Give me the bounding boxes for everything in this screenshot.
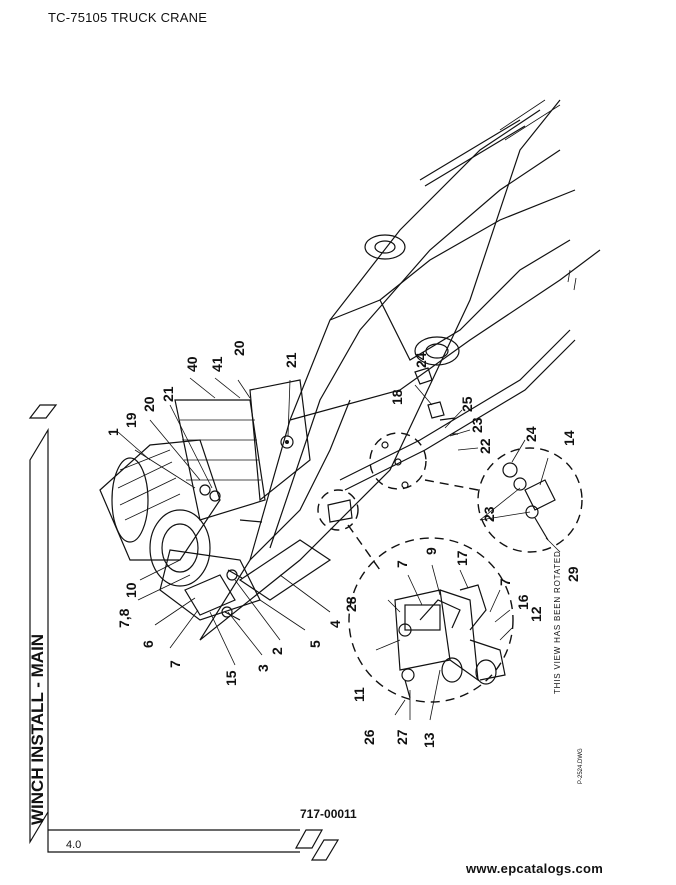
- callout-23: 23: [469, 417, 485, 433]
- page-number: 4.0: [66, 839, 82, 851]
- callout-24: 24: [413, 352, 429, 368]
- callout-12: 12: [528, 606, 544, 622]
- callout-17: 17: [454, 550, 470, 566]
- callout-20: 20: [141, 396, 157, 412]
- valve-block-detail: [375, 564, 513, 721]
- callout-7: 7: [394, 560, 410, 568]
- callout-7: 7: [497, 578, 513, 586]
- callout-9: 9: [423, 547, 439, 555]
- callout-2: 2: [269, 647, 285, 655]
- section-title: WINCH INSTALL - MAIN: [28, 633, 47, 825]
- callout-18: 18: [389, 389, 405, 405]
- header-title: TC-75105 TRUCK CRANE: [48, 10, 208, 25]
- callout-1: 1: [105, 428, 121, 436]
- callout-4: 4: [327, 620, 343, 628]
- drawing-number: 717-00011: [300, 807, 357, 821]
- callout-14: 14: [561, 430, 577, 446]
- callout-26: 26: [361, 729, 377, 745]
- callout-6: 6: [140, 640, 156, 648]
- callout-29: 29: [565, 566, 581, 582]
- callout-25: 25: [459, 396, 475, 412]
- callout-5: 5: [307, 640, 323, 648]
- callout-20: 20: [231, 340, 247, 356]
- callout-7-8: 7,8: [116, 608, 132, 628]
- winch-assembly: [99, 399, 294, 621]
- callout-15: 15: [223, 670, 239, 686]
- title-block-frame: [28, 404, 340, 861]
- callout-13: 13: [421, 732, 437, 748]
- callout-21: 21: [283, 352, 299, 368]
- callout-27: 27: [394, 729, 410, 745]
- callout-23: 23: [481, 506, 497, 522]
- dwg-reference: P-2524.DWG: [578, 748, 584, 784]
- callout-3: 3: [255, 664, 271, 672]
- callout-22: 22: [477, 438, 493, 454]
- callout-10: 10: [123, 582, 139, 598]
- frame-hardware: [327, 367, 458, 523]
- rotated-view-note: THIS VIEW HAS BEEN ROTATED: [553, 550, 562, 694]
- callout-7: 7: [167, 660, 183, 668]
- callout-21: 21: [160, 386, 176, 402]
- callout-28: 28: [343, 596, 359, 612]
- callout-11: 11: [351, 687, 367, 702]
- callout-19: 19: [123, 412, 139, 428]
- detail-views: [317, 432, 583, 703]
- boom-structure: [199, 99, 601, 641]
- clamp-detail: [479, 439, 561, 553]
- callout-24: 24: [523, 426, 539, 442]
- watermark-text: www.epcatalogs.com: [466, 861, 604, 876]
- leader-lines: [117, 377, 479, 666]
- callout-40: 40: [184, 356, 200, 372]
- callout-41: 41: [209, 356, 225, 372]
